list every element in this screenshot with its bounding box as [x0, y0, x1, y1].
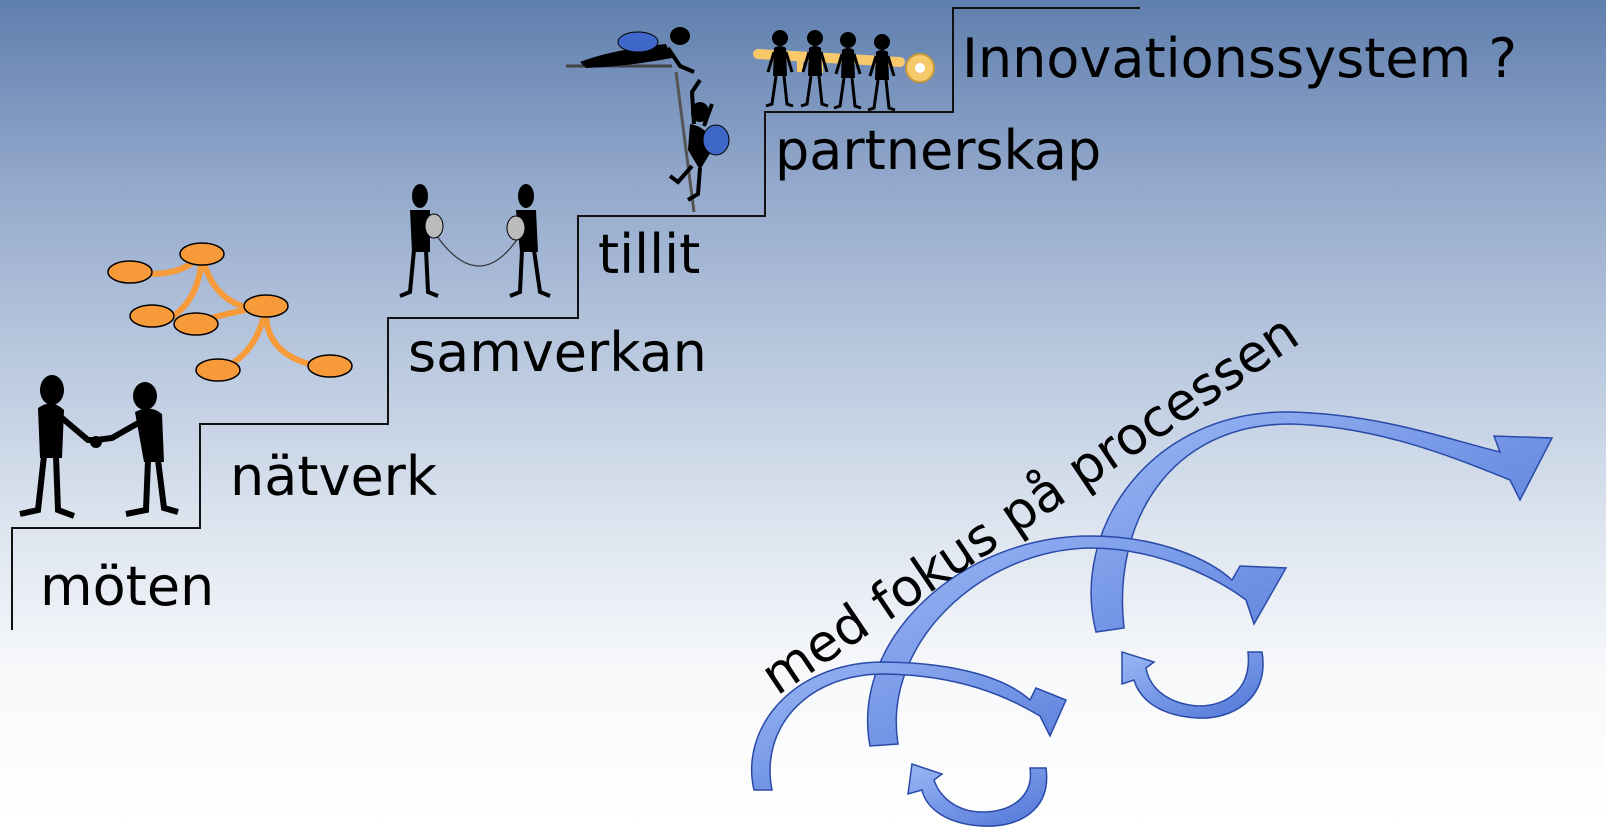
goal-label: Innovationssystem ? — [962, 27, 1518, 90]
tin-can-phone-people-icon — [399, 184, 551, 298]
network-nodes-icon — [107, 242, 353, 382]
people-carrying-key-icon — [753, 28, 935, 112]
climbing-helping-people-icon — [566, 27, 730, 213]
handshake-people-icon — [19, 375, 179, 519]
step-label-tillit: tillit — [598, 223, 701, 286]
step-label-moten: möten — [40, 555, 215, 618]
process-cycle-arrows-icon — [750, 411, 1554, 827]
staircase-outline — [11, 7, 1140, 630]
step-label-samverkan: samverkan — [408, 321, 707, 384]
step-label-partnerskap: partnerskap — [775, 119, 1102, 182]
step-label-natverk: nätverk — [230, 445, 438, 508]
